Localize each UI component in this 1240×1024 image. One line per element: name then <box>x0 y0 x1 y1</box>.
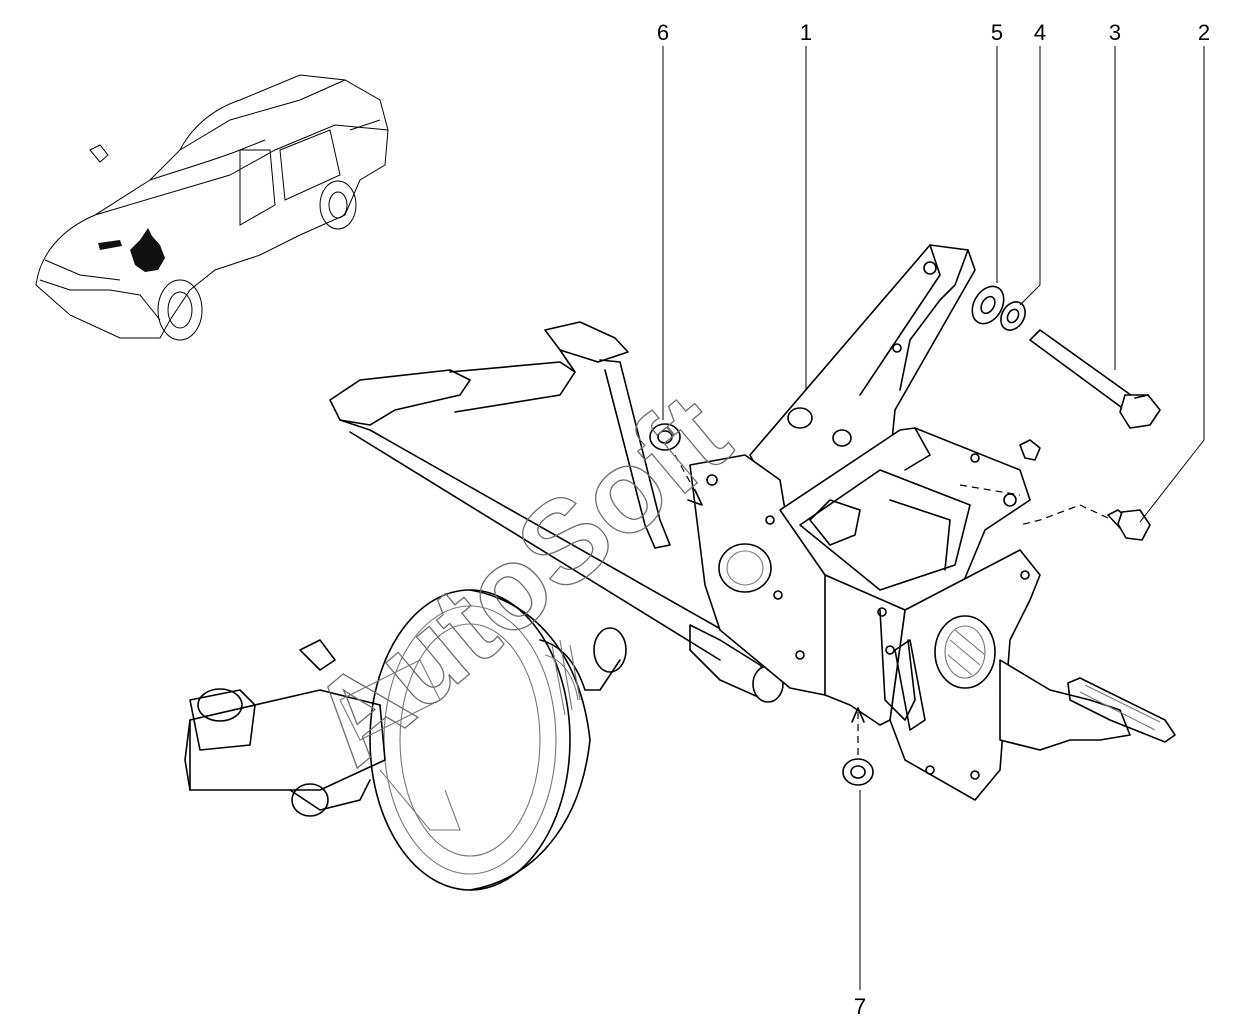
brake-booster <box>184 589 627 891</box>
washer-4 <box>1000 301 1026 331</box>
callout-5: 5 <box>991 20 1003 45</box>
callout-3: 3 <box>1109 20 1121 45</box>
callout-7: 7 <box>854 994 866 1019</box>
washer-5 <box>971 285 1005 325</box>
pedal-bracket <box>689 244 1176 801</box>
nut-6 <box>649 423 703 506</box>
car-thumbnail-icon <box>35 74 389 341</box>
callout-6: 6 <box>657 20 669 45</box>
callout-1: 1 <box>800 20 812 45</box>
axis-line <box>959 484 1021 496</box>
bolt-3 <box>1029 329 1161 429</box>
watermark-logo: AutoSoft <box>287 369 753 790</box>
bolt-2 <box>1019 504 1151 541</box>
leader-lines <box>662 46 1205 990</box>
callout-4: 4 <box>1034 20 1046 45</box>
bushing <box>1019 439 1041 461</box>
nut-7 <box>842 707 874 786</box>
callout-2: 2 <box>1198 20 1210 45</box>
